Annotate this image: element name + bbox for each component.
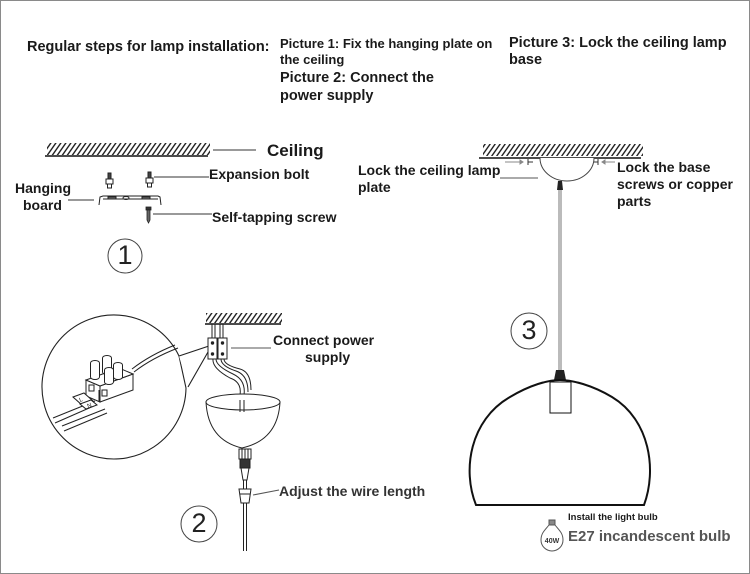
light-bulb-icon bbox=[540, 519, 564, 552]
picture-1-caption-line1: Picture 1: Fix the hanging plate on bbox=[280, 36, 493, 51]
picture-1-caption-line2: the ceiling bbox=[280, 52, 345, 67]
step3-number: 3 bbox=[521, 315, 537, 345]
picture-2-caption-line2: power supply bbox=[280, 88, 374, 104]
lock-screws-label-line3: parts bbox=[617, 193, 652, 209]
canopy-wires-inside bbox=[239, 400, 245, 412]
wire-grip-icon bbox=[238, 448, 252, 551]
step2-ceiling-hatch bbox=[205, 313, 282, 325]
left-screw-icon bbox=[527, 159, 533, 165]
lock-plate-label-line1: Lock the ceiling lamp bbox=[358, 162, 501, 178]
self-tapping-screw-label: Self-tapping screw bbox=[212, 209, 337, 225]
power-connector-icon bbox=[207, 337, 228, 360]
hanging-board-label-line2: board bbox=[23, 197, 62, 213]
bulb-type-label: E27 incandescent bulb bbox=[568, 528, 731, 545]
adjust-wire-leader-line bbox=[252, 489, 280, 496]
step2-number: 2 bbox=[191, 508, 207, 538]
bulb-wattage: 40W bbox=[545, 538, 560, 545]
adjust-wire-label: Adjust the wire length bbox=[279, 483, 426, 499]
self-tapping-screw-icon bbox=[145, 206, 152, 224]
hanging-board-label-line1: Hanging bbox=[15, 180, 71, 196]
pendant-cord bbox=[557, 181, 563, 370]
install-bulb-label: Install the light bulb bbox=[568, 512, 658, 523]
lock-screws-label-line1: Lock the base bbox=[617, 159, 711, 175]
step1-number: 1 bbox=[117, 240, 133, 270]
expansion-bolt-label: Expansion bolt bbox=[209, 166, 310, 182]
terminal-mark-n: N bbox=[87, 403, 93, 410]
connect-power-label-line2: supply bbox=[305, 349, 351, 365]
lock-screws-label-line2: screws or copper bbox=[617, 176, 733, 192]
step1-ceiling-hatch bbox=[45, 143, 210, 157]
picture-2-caption-line1: Picture 2: Connect the bbox=[280, 70, 434, 86]
ceiling-canopy-bowl bbox=[205, 393, 281, 449]
terminal-block-icon bbox=[72, 355, 135, 410]
picture-3-caption-line2: base bbox=[509, 52, 543, 68]
hanging-board-icon bbox=[98, 195, 162, 206]
lock-plate-label-line2: plate bbox=[358, 179, 391, 195]
connect-power-label-line1: Connect power bbox=[273, 332, 375, 348]
ceiling-label: Ceiling bbox=[267, 141, 324, 160]
step2-power-wires bbox=[211, 324, 252, 430]
expansion-bolt-icon bbox=[105, 172, 114, 189]
page-title: Regular steps for lamp installation: bbox=[27, 39, 270, 55]
step1-number-circle bbox=[107, 238, 143, 274]
bubble-wires bbox=[52, 344, 179, 432]
terminal-mark-l: L bbox=[79, 397, 85, 404]
right-screw-icon bbox=[594, 159, 599, 165]
right-screw-arrow-icon bbox=[601, 159, 615, 165]
picture-3-caption-line1: Picture 3: Lock the ceiling lamp bbox=[509, 35, 727, 51]
expansion-bolt-icon bbox=[145, 171, 154, 188]
step3-number-circle bbox=[510, 312, 548, 350]
lamp-shade bbox=[468, 370, 651, 506]
step3-ceiling-hatch bbox=[479, 144, 643, 159]
step2-number-circle bbox=[180, 505, 218, 543]
ceiling-lamp-base-dome bbox=[539, 157, 595, 182]
left-screw-arrow-icon bbox=[505, 159, 524, 165]
